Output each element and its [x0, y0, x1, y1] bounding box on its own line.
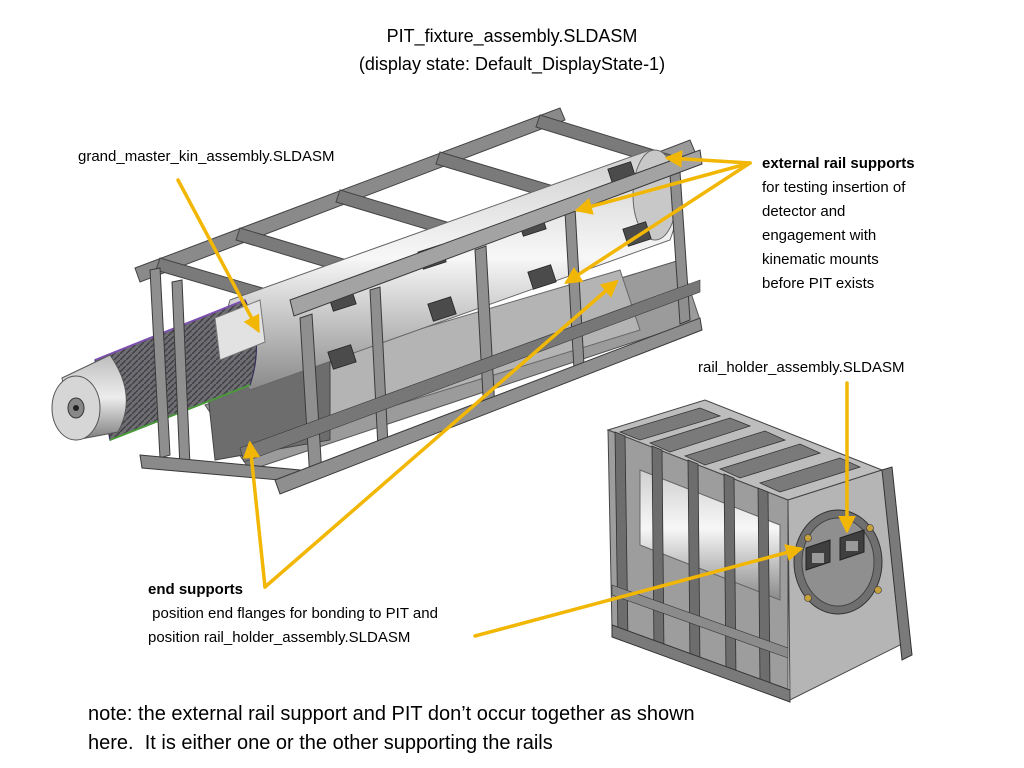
- end-supports-line-2: position rail_holder_assembly.SLDASM: [148, 629, 411, 646]
- title-line-1: PIT_fixture_assembly.SLDASM: [386, 26, 638, 46]
- pit-fixture-assembly-drawing: [51, 107, 703, 495]
- footer-note-line-1: note: the external rail support and PIT …: [88, 703, 695, 725]
- external-rail-supports-heading: external rail supports: [762, 155, 915, 172]
- external-rail-supports-line-5: before PIT exists: [762, 275, 875, 292]
- external-rail-supports-line-4: kinematic mounts: [762, 251, 879, 268]
- external-rail-supports-line-2: detector and: [762, 203, 846, 220]
- arrow-end-support-right: [263, 279, 619, 589]
- end-supports-line-1: position end flanges for bonding to PIT …: [148, 605, 438, 622]
- arrow-end-support-left: [242, 440, 267, 589]
- arrow-grand-master: [176, 178, 260, 334]
- arrow-rail-support-3: [564, 161, 752, 284]
- external-rail-supports-line-3: engagement with: [762, 227, 877, 244]
- footer-note-line-2: here. It is either one or the other supp…: [88, 732, 553, 754]
- title-line-2: (display state: Default_DisplayState-1): [358, 54, 666, 74]
- rail-holder-label: rail_holder_assembly.SLDASM: [698, 359, 905, 376]
- arrow-rail-support-2: [574, 161, 752, 215]
- grand-master-label: grand_master_kin_assembly.SLDASM: [78, 148, 335, 165]
- end-supports-heading: end supports: [148, 581, 244, 598]
- rail-holder-fixture-drawing: [606, 399, 913, 703]
- arrow-end-support-holder: [473, 544, 804, 638]
- external-rail-supports-line-1: for testing insertion of: [762, 179, 906, 196]
- arrow-rail-support-1: [664, 150, 752, 168]
- callout-arrows: [176, 150, 856, 638]
